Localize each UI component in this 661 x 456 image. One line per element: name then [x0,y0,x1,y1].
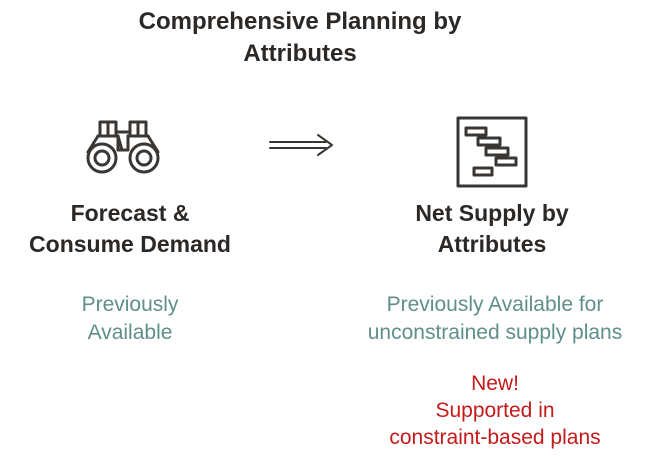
forecast-note-line-1: Previously [81,293,179,316]
new-label: New! [471,372,519,395]
new-line-2: Supported in [435,399,555,422]
forecast-note-line-2: Available [87,321,173,344]
double-arrow-right-icon [269,134,333,156]
binoculars-icon [86,120,160,174]
net-supply-heading: Net Supply by Attributes [342,198,642,260]
net-supply-heading-line-1: Net Supply by [415,200,569,226]
net-supply-note-line-2: unconstrained supply plans [367,321,623,344]
title-line-1: Comprehensive Planning by [138,8,462,35]
net-supply-availability-note: Previously Available for unconstrained s… [340,291,650,347]
forecast-heading-line-2: Consume Demand [29,231,231,257]
forecast-availability-note: Previously Available [0,291,260,347]
net-supply-heading-line-2: Attributes [437,231,547,257]
new-line-3: constraint-based plans [389,426,601,449]
page-title: Comprehensive Planning by Attributes [0,6,600,70]
forecast-heading-line-1: Forecast & [70,200,190,226]
net-supply-note-line-1: Previously Available for [386,293,604,316]
gantt-chart-icon [456,116,528,188]
title-line-2: Attributes [243,40,357,67]
forecast-consume-demand-heading: Forecast & Consume Demand [0,198,260,260]
new-support-callout: New! Supported in constraint-based plans [340,370,650,451]
